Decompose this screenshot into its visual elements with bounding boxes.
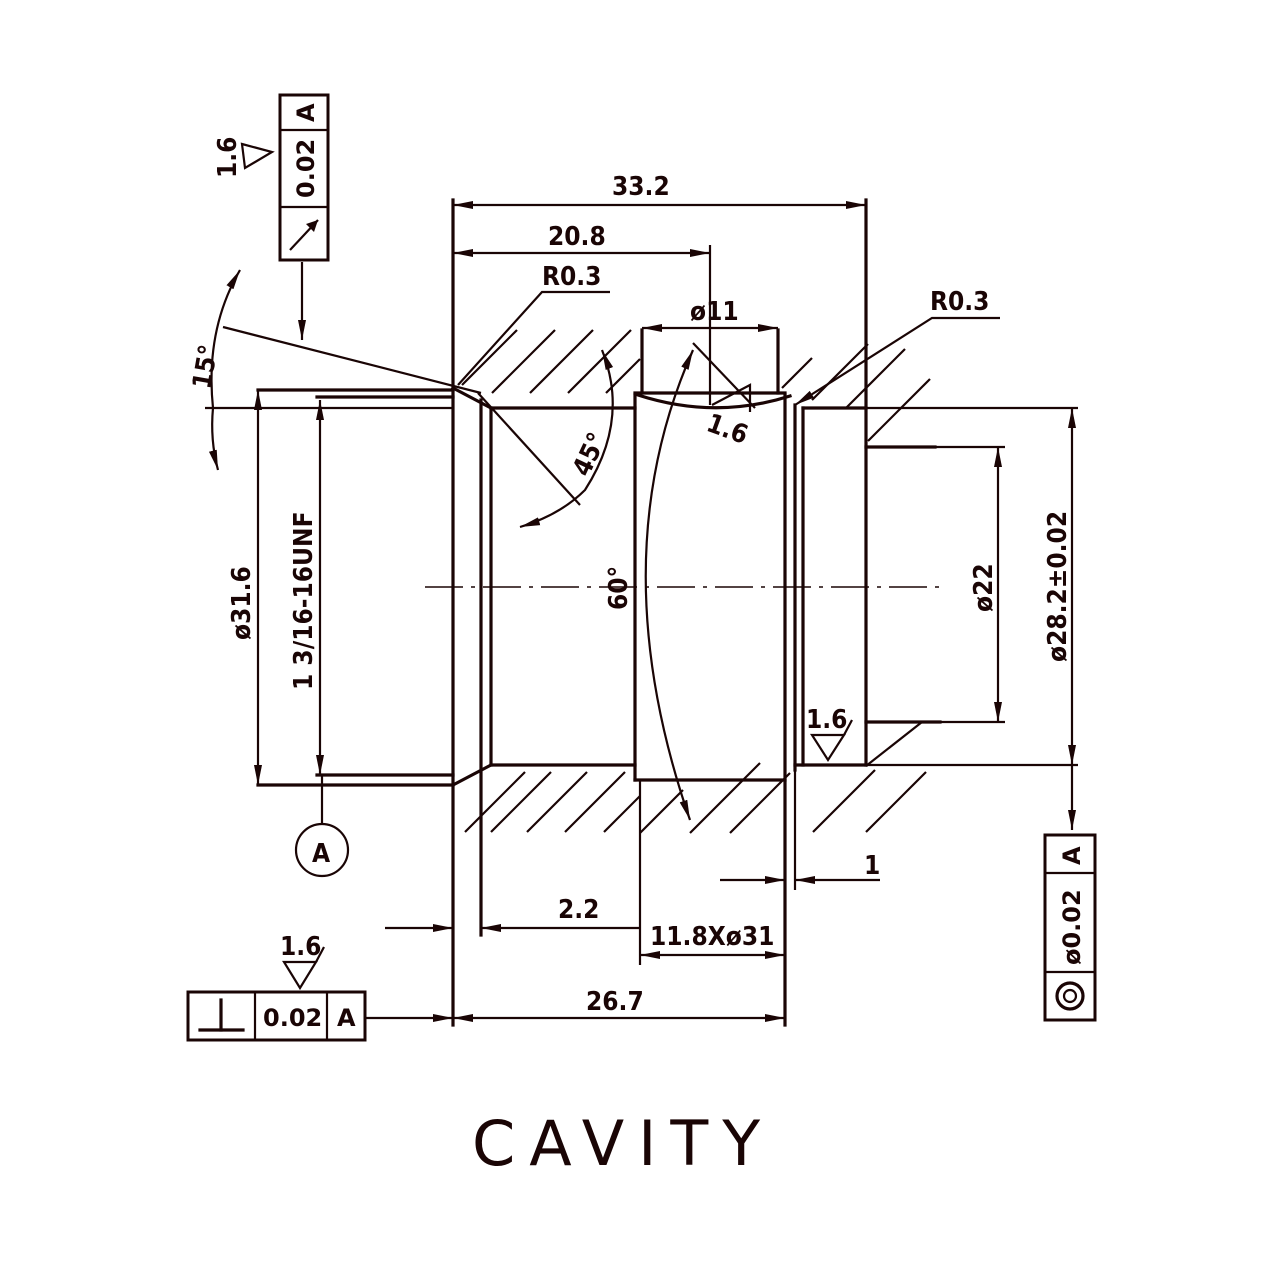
finish-bottom-left-value: 1.6 [280, 932, 321, 962]
dim-33-2: 33.2 [612, 172, 670, 202]
dim-dia-31-6: ø31.6 [227, 566, 257, 640]
concentricity-icon [1055, 981, 1085, 1011]
gdt-perpendicular-frame [186, 990, 367, 1042]
dim-r0-3-right: R0.3 [930, 287, 989, 317]
dim-thread: 1 3/16-16UNF [289, 511, 319, 690]
perpendicularity-icon [198, 998, 245, 1032]
dimension-labels: 33.2 20.8 R0.3 R0.3 ø11 15° 45° 60° 1.6 … [187, 137, 1073, 1017]
finish-symbol-left-top [240, 142, 275, 170]
concentric-datum: A [1058, 846, 1086, 865]
runout-datum: A [292, 103, 320, 122]
dim-dia-22: ø22 [969, 563, 999, 612]
runout-tolerance: 0.02 [292, 139, 320, 198]
finish-symbol-top [711, 383, 752, 412]
runout-icon [289, 219, 319, 251]
section-hatching [461, 329, 931, 834]
dim-angle-45: 45° [567, 428, 613, 481]
dim-dia-28-2: ø28.2±0.02 [1043, 511, 1073, 662]
gdt-labels: 0.02 A 0.02 A ø0.02 A [263, 103, 1086, 1032]
perpendicular-datum: A [337, 1004, 356, 1032]
dim-26-7: 26.7 [586, 987, 644, 1017]
finish-top-value: 1.6 [703, 408, 752, 450]
dimension-lines [205, 201, 1078, 1022]
dim-groove: 11.8Xø31 [650, 922, 774, 952]
finish-bottom-right-value: 1.6 [806, 705, 847, 735]
finish-left-top-value: 1.6 [213, 137, 243, 178]
dim-step-1: 1 [864, 851, 880, 881]
perpendicular-tolerance: 0.02 [263, 1004, 322, 1032]
dim-20-8: 20.8 [548, 222, 606, 252]
concentric-tolerance: ø0.02 [1058, 889, 1086, 965]
dim-dia-11: ø11 [690, 297, 739, 327]
gdt-runout-frame [278, 93, 330, 262]
drawing-title: CAVITY [472, 1107, 774, 1180]
dim-angle-60: 60° [604, 566, 634, 610]
finish-symbol-bottom-left [282, 946, 325, 991]
dim-2-2: 2.2 [558, 895, 599, 925]
finish-symbol-bottom-right [809, 719, 853, 763]
gdt-concentric-frame [1043, 833, 1097, 1022]
datum-a-label: A [312, 839, 330, 869]
dim-r0-3-left: R0.3 [542, 262, 601, 292]
dim-angle-15: 15° [187, 342, 224, 391]
cavity-outline [256, 198, 945, 1027]
